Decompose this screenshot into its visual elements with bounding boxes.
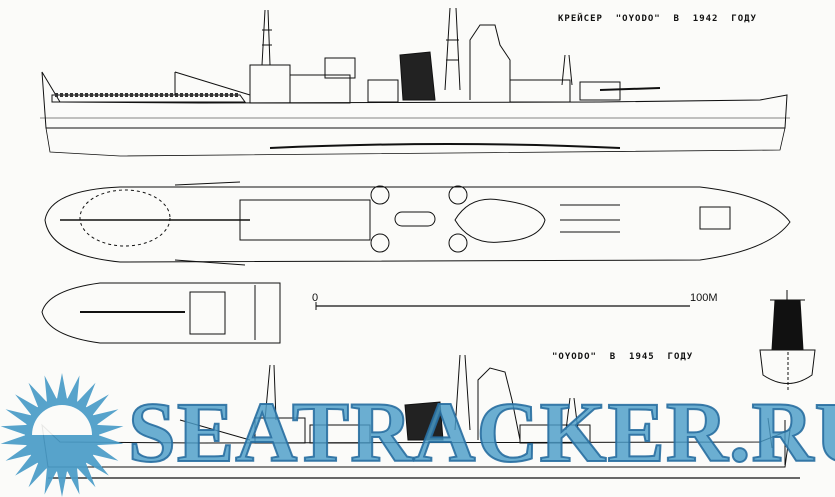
bottom-drawing-title: "OYODO" В 1945 ГОДУ bbox=[552, 352, 694, 362]
plan-view bbox=[44, 181, 791, 266]
partial-plan-view bbox=[41, 282, 281, 344]
top-drawing-title: КРЕЙСЕР "OYODO" В 1942 ГОДУ bbox=[558, 14, 757, 24]
cross-section bbox=[759, 290, 816, 390]
profile-1942 bbox=[40, 7, 790, 157]
scale-bar bbox=[315, 302, 690, 310]
scale-start-label: 0 bbox=[312, 292, 319, 304]
scale-end-label: 100М bbox=[690, 292, 718, 304]
watermark-sun-logo bbox=[0, 373, 124, 497]
watermark-text: SEATRACKER.RU bbox=[127, 383, 835, 481]
